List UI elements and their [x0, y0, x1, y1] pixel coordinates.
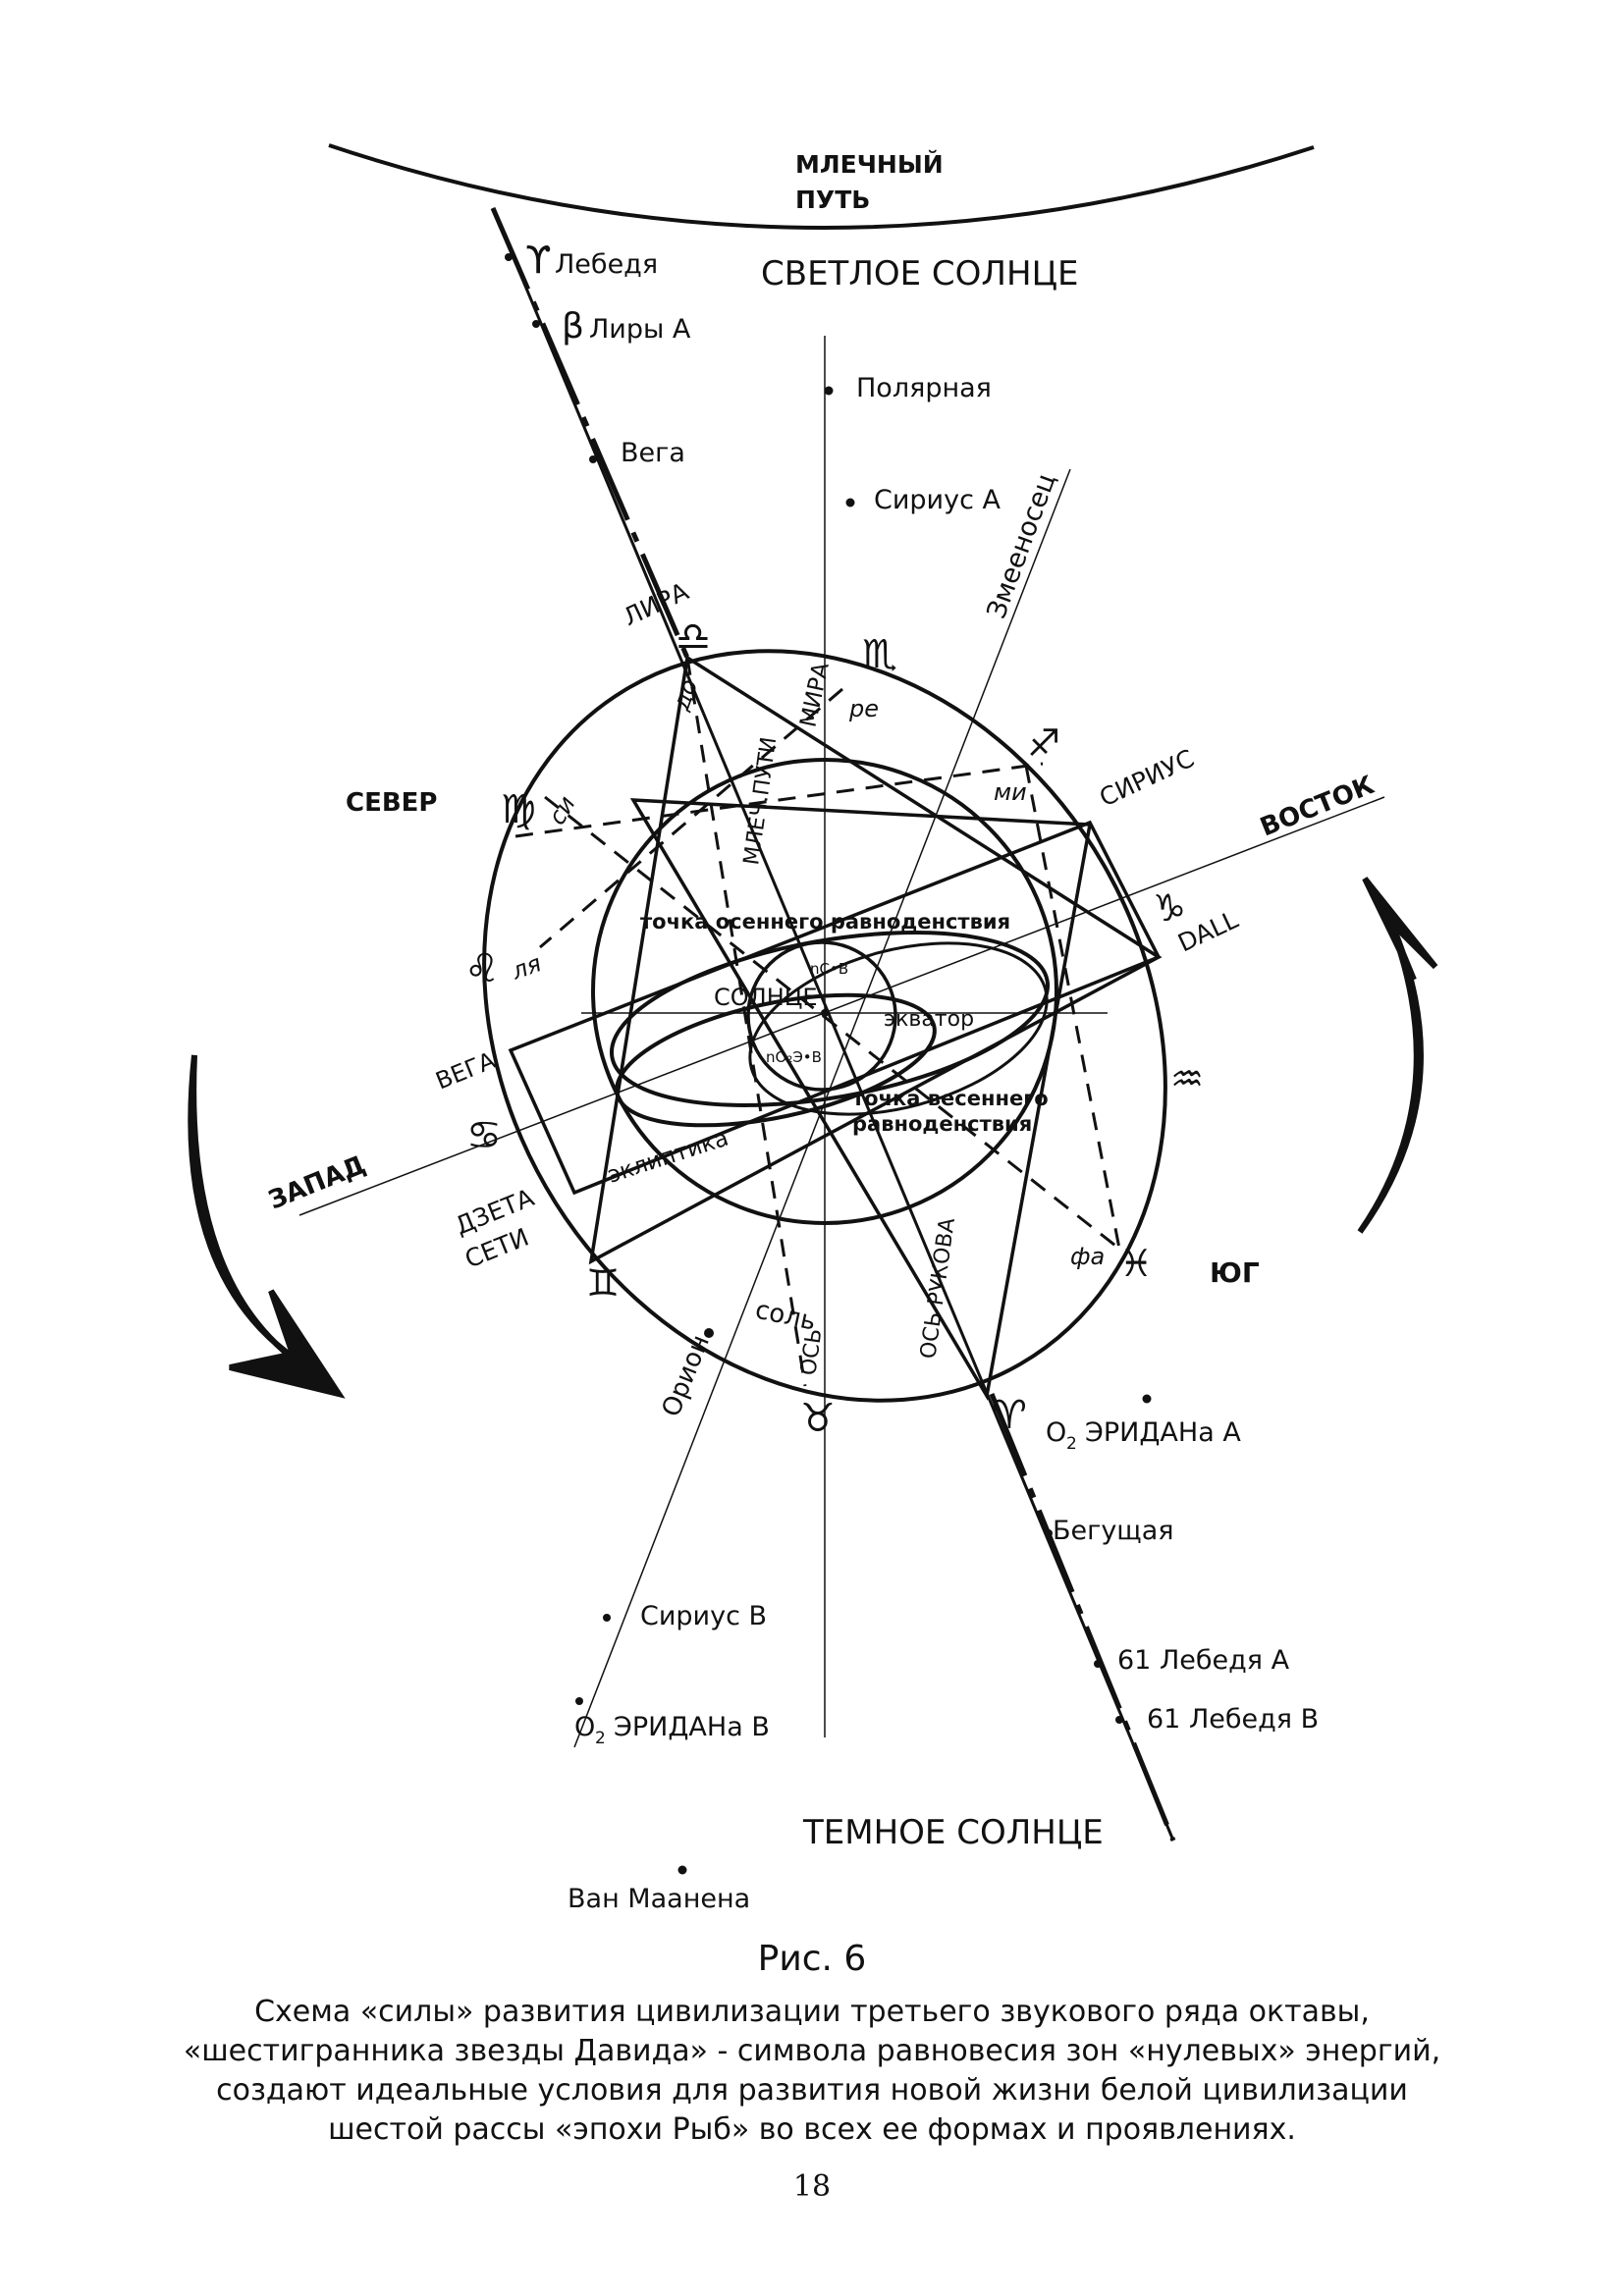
vega-axis-label: ВЕГА	[432, 1046, 500, 1095]
van-maanen-label: Ван Маанена	[568, 1884, 750, 1914]
caption-line: «шестигранника звезды Давида» - символа …	[183, 2034, 1441, 2068]
star-dots	[505, 253, 1152, 1875]
spring-equinox-label-1: точка весеннего	[852, 1087, 1049, 1110]
cancer-icon: ♋	[466, 1113, 502, 1158]
milky-way-arc	[328, 143, 1315, 230]
sirius-axis-label: СИРИУС	[1095, 744, 1198, 813]
sagittarius-icon: ♐	[1027, 721, 1060, 765]
dashed-line-4	[685, 657, 807, 1387]
note-re: ре	[848, 695, 879, 722]
o2-eridani-b-label: ЭРИДАНа В	[614, 1712, 770, 1742]
polaris-label: Полярная	[856, 373, 992, 403]
cygni-61-a-label: 61 Лебедя А	[1117, 1645, 1290, 1676]
caption-line: Схема «силы» развития цивилизации третье…	[254, 1995, 1370, 2029]
dashed-line-1	[514, 762, 1044, 838]
gemini-icon: ♊	[586, 1261, 620, 1305]
libra-icon: ♎	[676, 614, 711, 660]
inner-ellipse	[748, 941, 1049, 1116]
o2-sub-b: 2	[595, 1729, 606, 1748]
main-axis-lower-thick	[989, 1393, 1176, 1842]
autumn-equinox-label: точка осеннего равноденствия	[640, 910, 1010, 934]
taurus-icon: ♉	[800, 1396, 836, 1441]
sun-label: СОЛНЦЕ	[714, 984, 818, 1011]
east-west-axis	[298, 796, 1385, 1216]
sirius-a-label: Сириус А	[874, 485, 1001, 515]
o2-prefix-a: O	[1046, 1417, 1066, 1448]
light-sun-label: СВЕТЛОЕ СОЛНЦЕ	[761, 254, 1078, 294]
no2eb-label: nO₂Э•В	[766, 1048, 822, 1066]
equator-label: экватор	[884, 1007, 974, 1032]
sol-note-label: соль	[753, 1296, 819, 1337]
spring-equinox-label-2: равноденствия	[852, 1112, 1032, 1136]
figure-title: Рис. 6	[757, 1939, 867, 1979]
aquarius-icon: ♒	[1170, 1057, 1204, 1100]
vega-star-label: Вега	[621, 438, 685, 468]
large-circle	[591, 758, 1058, 1225]
nsb-label: nС•В	[810, 960, 848, 978]
page-number: 18	[792, 2169, 832, 2204]
north-label: СЕВЕР	[346, 788, 437, 818]
scorpio-icon: ♏	[862, 632, 897, 677]
note-do: до	[667, 675, 703, 715]
aries-icon: ♈	[992, 1393, 1027, 1438]
main-axis-upper-thick	[490, 207, 690, 659]
pisces-icon: ♓	[1119, 1242, 1153, 1285]
o2-prefix-b: O	[574, 1712, 595, 1742]
leo-icon: ♌	[464, 946, 500, 991]
milky-way-label-2: ПУТЬ	[795, 186, 870, 214]
cygni-61-b-label: 61 Лебедя В	[1147, 1704, 1319, 1735]
ecliptic-label: эклиптика	[605, 1126, 731, 1189]
figure-caption: Схема «силы» развития цивилизации третье…	[0, 1993, 1624, 2150]
capricorn-icon: ♑	[1153, 886, 1186, 930]
star-triangle-up	[588, 655, 1163, 1265]
left-curved-arrow	[188, 1054, 346, 1399]
right-curved-arrow	[1357, 877, 1438, 1234]
milky-way-label-1: МЛЕЧНЫЙ	[795, 150, 944, 179]
milky-way-axis-label: МЛЕЧ.ПУТИ	[739, 735, 782, 867]
runaway-label: Бегущая	[1053, 1516, 1174, 1546]
gamma-cygni-label: Лебедя	[555, 249, 658, 280]
dashed-line-5	[1024, 765, 1121, 1250]
west-label: ЗАПАД	[264, 1150, 369, 1216]
caption-line: шестой рассы «эпохи Рыб» во всех ее форм…	[328, 2112, 1296, 2147]
o2-sub-a: 2	[1066, 1434, 1077, 1454]
beta-symbol: β	[562, 306, 584, 347]
note-fa: фа	[1070, 1243, 1105, 1270]
note-mi: ми	[994, 778, 1027, 806]
mira-label: МИРА	[795, 660, 834, 729]
note-si: си	[543, 791, 581, 829]
dashed-line-3	[544, 795, 1120, 1251]
south-label: ЮГ	[1210, 1256, 1260, 1289]
virgo-icon: ♍	[501, 787, 536, 832]
gamma-symbol: ϒ	[525, 239, 552, 282]
small-circle	[746, 940, 897, 1092]
sirius-b-label: Сириус В	[640, 1601, 767, 1631]
beta-lyrae-label: Лиры А	[589, 314, 691, 345]
o2-eridani-a-label: ЭРИДАНа А	[1085, 1417, 1241, 1448]
caption-line: создают идеальные условия для развития н…	[216, 2073, 1408, 2108]
note-la: ля	[508, 949, 546, 986]
dashed-line-2	[539, 687, 843, 949]
parallelogram	[508, 820, 1162, 1196]
outer-orbit	[482, 649, 1167, 1403]
dark-sun-label: ТЕМНОЕ СОЛНЦЕ	[802, 1813, 1104, 1852]
